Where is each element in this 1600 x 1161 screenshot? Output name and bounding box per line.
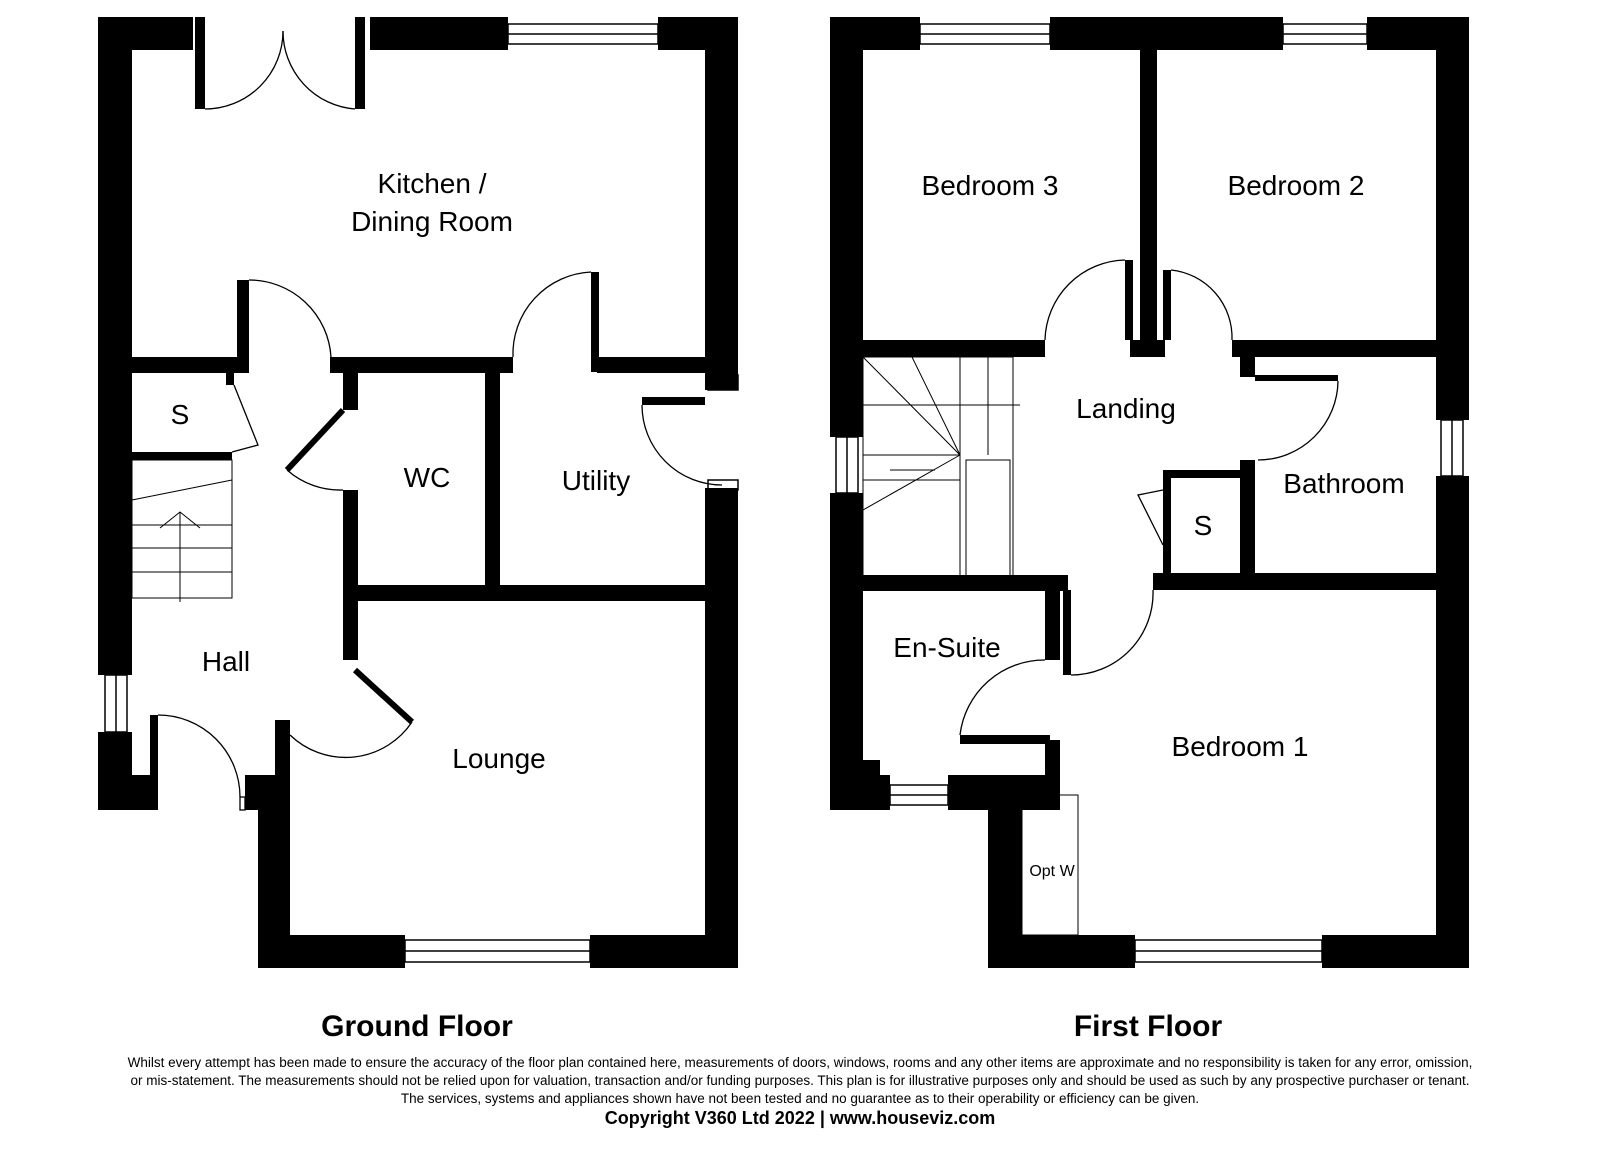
walls (98, 17, 738, 968)
room-labels: Bedroom 3 Bedroom 2 Landing Bathroom S E… (893, 170, 1404, 880)
walls (830, 17, 1469, 968)
room-label-dining: Dining Room (351, 206, 513, 237)
wardrobe-outline (1021, 794, 1079, 936)
disclaimer-line: or mis-statement. The measurements shoul… (130, 1073, 1470, 1088)
disclaimer-line: Whilst every attempt has been made to en… (127, 1055, 1473, 1070)
room-label-bedroom-1: Bedroom 1 (1172, 731, 1309, 762)
room-label-bedroom-2: Bedroom 2 (1228, 170, 1365, 201)
room-label-bathroom: Bathroom (1283, 468, 1404, 499)
disclaimer: Whilst every attempt has been made to en… (0, 1054, 1600, 1108)
staircase (131, 459, 233, 602)
disclaimer-line: The services, systems and appliances sho… (400, 1091, 1200, 1106)
room-label-utility: Utility (562, 465, 630, 496)
room-label-bedroom-3: Bedroom 3 (922, 170, 1059, 201)
doors (157, 30, 723, 811)
room-label-lounge: Lounge (452, 743, 545, 774)
windows (104, 23, 739, 963)
room-label-store: S (1194, 510, 1213, 541)
room-label-wc: WC (404, 462, 451, 493)
room-labels: Kitchen / Dining Room S WC Utility Hall … (171, 168, 631, 774)
ground-floor-plan: Kitchen / Dining Room S WC Utility Hall … (98, 17, 739, 968)
room-label-store: S (171, 399, 190, 430)
copyright: Copyright V360 Ltd 2022 | www.houseviz.c… (604, 1108, 996, 1128)
room-label-landing: Landing (1076, 393, 1176, 424)
first-floor-title: First Floor (1073, 1010, 1223, 1043)
doors (959, 259, 1339, 736)
room-label-kitchen: Kitchen / (378, 168, 487, 199)
room-label-wardrobe: Opt W (1029, 863, 1075, 880)
staircase (862, 356, 1020, 583)
windows (835, 23, 1464, 963)
room-label-hall: Hall (202, 646, 250, 677)
first-floor-plan: Bedroom 3 Bedroom 2 Landing Bathroom S E… (830, 17, 1469, 968)
room-label-en-suite: En-Suite (893, 632, 1000, 663)
ground-floor-title: Ground Floor (321, 1010, 513, 1043)
